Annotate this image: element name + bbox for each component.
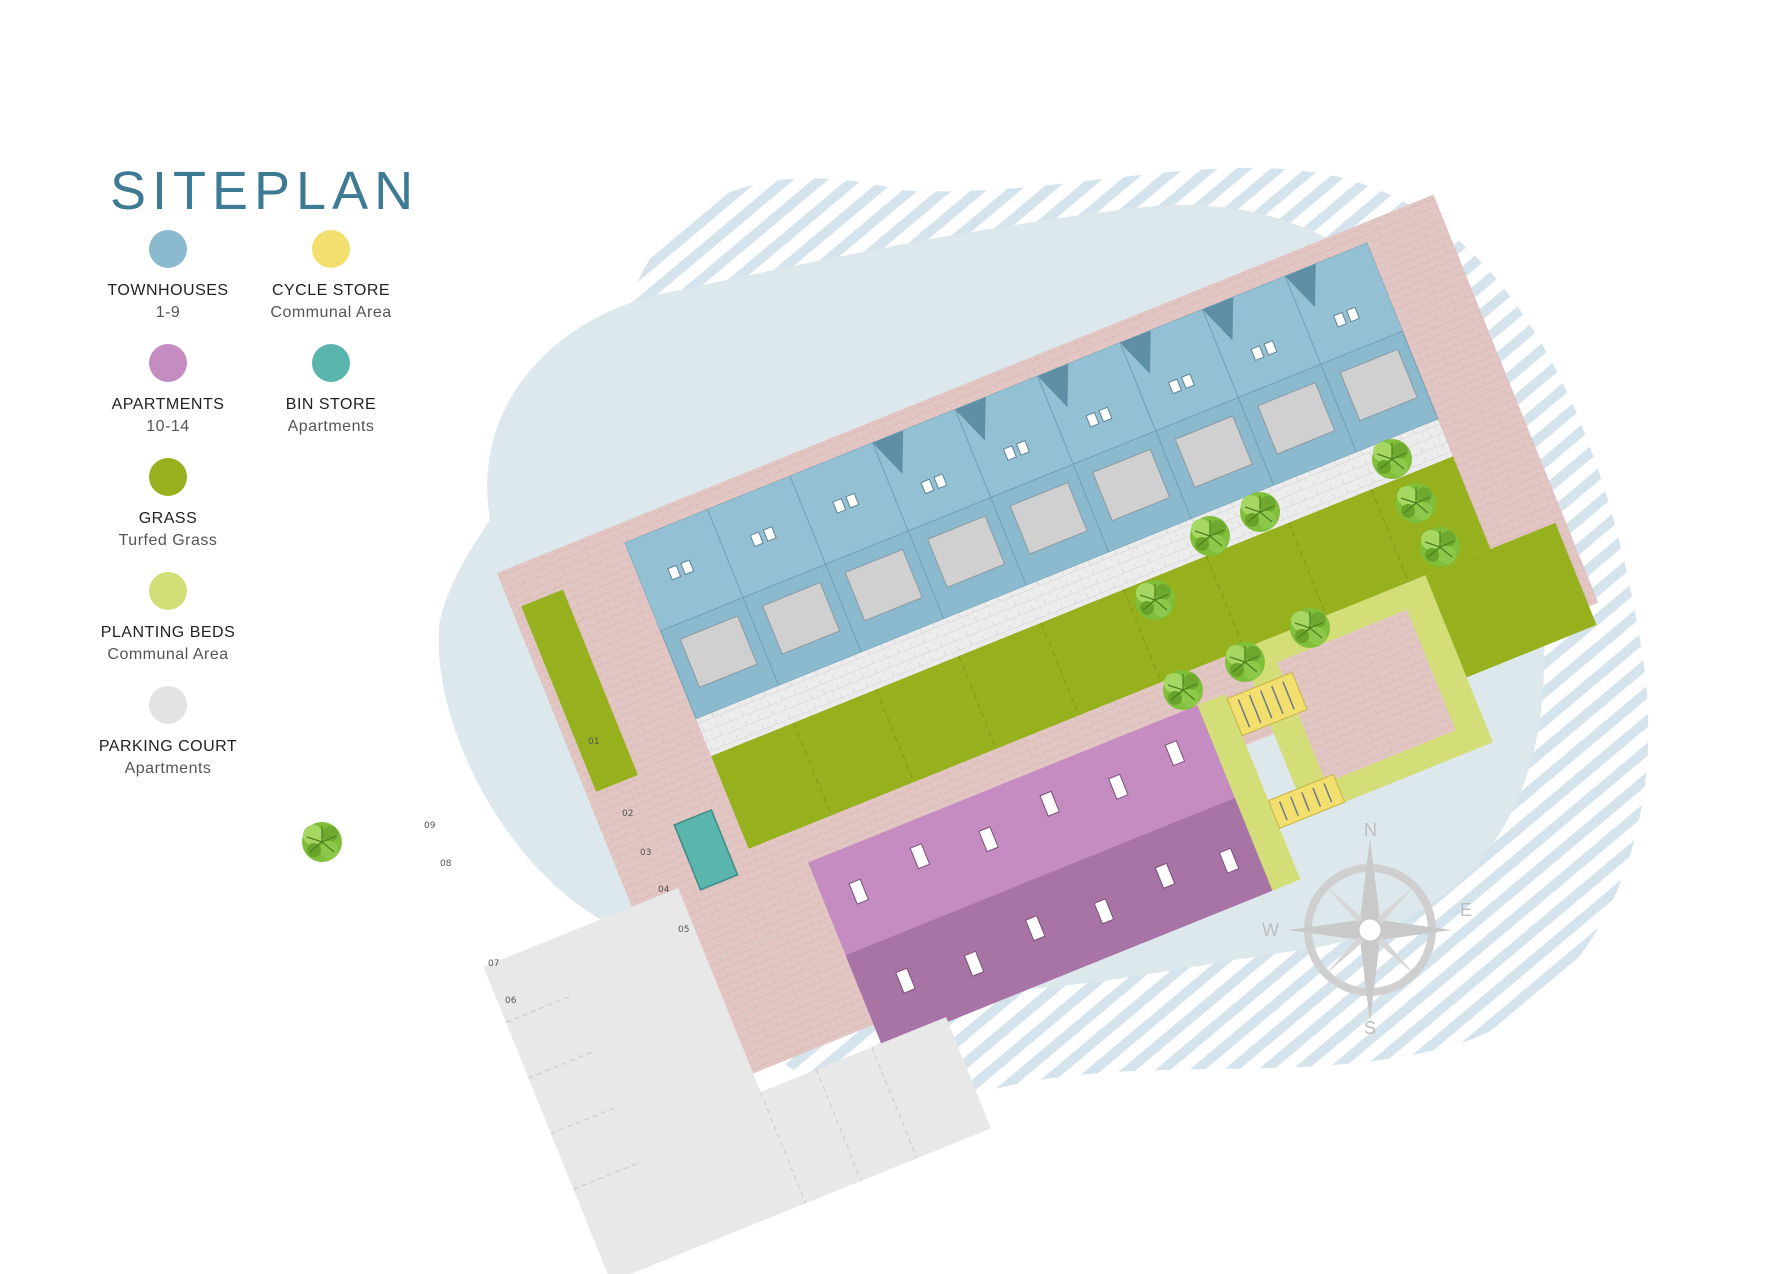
legend-sublabel: Apartments — [124, 760, 212, 777]
tree-icon — [1189, 515, 1231, 557]
legend-item-bin-store: BIN STORE Apartments — [241, 344, 421, 436]
legend-item-townhouses: TOWNHOUSES 1-9 — [78, 230, 258, 322]
legend-label: BIN STORE — [285, 396, 377, 413]
legend-item-planting-beds: PLANTING BEDS Communal Area — [78, 572, 258, 664]
apartments — [808, 705, 1273, 1048]
tree-icon — [1371, 438, 1413, 480]
site-layout — [483, 194, 1599, 1274]
garden-area — [711, 456, 1491, 849]
compass-east-label: E — [1460, 900, 1472, 920]
legend-sublabel: Apartments — [287, 418, 375, 435]
tree-icon — [1134, 579, 1176, 621]
tree-icon — [1289, 607, 1331, 649]
legend-label: CYCLE STORE — [271, 282, 391, 299]
compass-rose-icon: N E S W — [1262, 820, 1472, 1038]
tree-icon — [301, 821, 343, 863]
parking-court — [483, 888, 992, 1274]
parking-bay-label: 04 — [658, 885, 670, 895]
legend-label: APARTMENTS — [111, 396, 225, 413]
parking-bay-label: 02 — [622, 809, 633, 819]
cycle-store-swatch — [312, 230, 350, 268]
parking-bay-label: 07 — [488, 959, 499, 969]
legend-sublabel: Turfed Grass — [118, 532, 218, 549]
apartments-swatch — [149, 344, 187, 382]
legend-item-cycle-store: CYCLE STORE Communal Area — [241, 230, 421, 322]
parking-bay-label: 09 — [424, 821, 436, 831]
tree-icon — [1395, 482, 1437, 524]
grass-area — [521, 589, 638, 792]
parking-bay-label: 01 — [588, 737, 599, 747]
grass-area — [1425, 522, 1597, 678]
tree-icon — [1419, 526, 1461, 568]
parking-bay-labels: 01 02 03 04 05 06 07 08 09 — [424, 737, 689, 1006]
legend-label: GRASS — [138, 510, 198, 527]
bin-store-swatch — [312, 344, 350, 382]
tree-icon — [1162, 669, 1204, 711]
grass-swatch — [149, 458, 187, 496]
tree-icon — [1224, 641, 1266, 683]
cycle-store — [1226, 671, 1346, 830]
page-title: SITEPLAN — [110, 161, 420, 221]
compass-west-label: W — [1262, 920, 1279, 940]
planting-beds-swatch — [149, 572, 187, 610]
compass-south-label: S — [1364, 1018, 1376, 1038]
townhouses — [624, 242, 1439, 720]
parking-court-swatch — [149, 686, 187, 724]
legend-sublabel: 1-9 — [155, 304, 181, 321]
bin-store — [673, 808, 739, 891]
legend-item-grass: GRASS Turfed Grass — [78, 458, 258, 550]
compass-north-label: N — [1364, 820, 1377, 840]
legend-item-parking-court: PARKING COURT Apartments — [78, 686, 258, 778]
parking-bay-label: 06 — [505, 996, 517, 1006]
courtyard-paving — [1277, 609, 1456, 783]
legend-label: PARKING COURT — [98, 738, 238, 755]
parking-bay-label: 03 — [640, 848, 651, 858]
legend-item-apartments: APARTMENTS 10-14 — [78, 344, 258, 436]
parking-bay-label: 05 — [678, 925, 689, 935]
tree-icon — [1239, 491, 1281, 533]
legend-sublabel: 10-14 — [146, 418, 190, 435]
legend-sublabel: Communal Area — [107, 646, 229, 663]
planting-bed — [1197, 693, 1301, 891]
townhouses-swatch — [149, 230, 187, 268]
legend-sublabel: Communal Area — [270, 304, 392, 321]
legend-label: TOWNHOUSES — [107, 282, 229, 299]
parking-bay-label: 08 — [440, 859, 452, 869]
legend-label: PLANTING BEDS — [100, 624, 236, 641]
